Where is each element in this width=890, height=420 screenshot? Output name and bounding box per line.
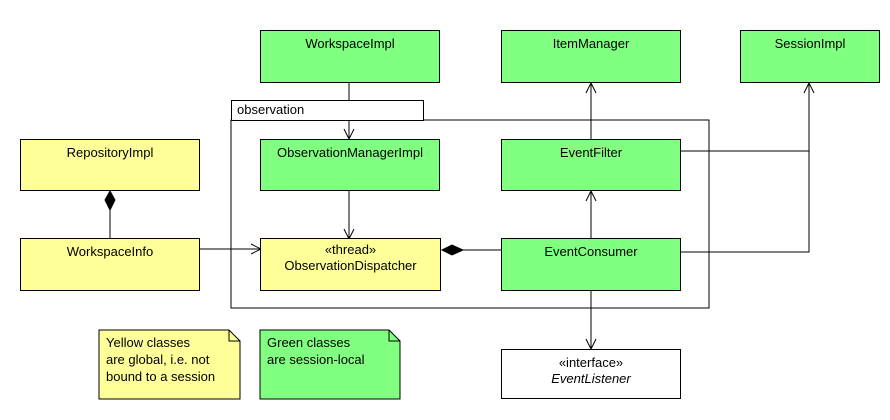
note-yellow-shape xyxy=(98,329,241,400)
class-itemmanager[interactable]: ItemManager xyxy=(501,30,681,83)
class-sessionimpl[interactable]: SessionImpl xyxy=(740,30,880,83)
note-green-line-2: are session-local xyxy=(267,352,365,367)
class-workspaceimpl[interactable]: WorkspaceImpl xyxy=(260,30,440,83)
class-observationmanagerimpl-label: ObservationManagerImpl xyxy=(277,145,423,160)
class-itemmanager-label: ItemManager xyxy=(552,36,630,51)
composition-diamond-dispatcher xyxy=(440,244,465,256)
class-repositoryimpl[interactable]: RepositoryImpl xyxy=(20,139,200,191)
class-eventfilter-label: EventFilter xyxy=(559,145,623,160)
class-eventfilter[interactable]: EventFilter xyxy=(501,139,681,191)
package-name: observation xyxy=(237,102,305,117)
arrow-eventconsumer-to-sessionimpl xyxy=(681,151,810,253)
class-eventconsumer-label: EventConsumer xyxy=(544,244,638,259)
note-green-line-1: Green classes xyxy=(267,335,351,350)
class-observationmanagerimpl[interactable]: ObservationManagerImpl xyxy=(260,139,440,191)
note-green-shape xyxy=(259,329,401,400)
note-green-fold xyxy=(388,330,400,342)
note-yellow-line-1: Yellow classes xyxy=(106,335,191,350)
class-workspaceimpl-label: WorkspaceImpl xyxy=(305,36,395,51)
note-yellow-line-3: bound to a session xyxy=(106,369,216,384)
class-workspaceinfo-label: WorkspaceInfo xyxy=(66,244,154,259)
note-yellow-line-2: are global, i.e. not xyxy=(106,352,210,367)
package-observation-tab: observation xyxy=(231,100,424,121)
class-observationdispatcher[interactable]: «thread» ObservationDispatcher xyxy=(260,238,441,291)
composition-diamond-repositoryimpl xyxy=(104,189,116,212)
class-workspaceinfo[interactable]: WorkspaceInfo xyxy=(20,238,200,291)
package-observation-body xyxy=(230,119,710,309)
note-yellow-fold xyxy=(228,330,240,342)
interface-eventlistener[interactable]: «interface» EventListener xyxy=(501,349,681,399)
class-observationdispatcher-label: ObservationDispatcher xyxy=(284,258,417,273)
class-eventconsumer[interactable]: EventConsumer xyxy=(501,238,681,291)
note-yellow-text: Yellow classes are global, i.e. not boun… xyxy=(106,334,236,385)
interface-eventlistener-label: EventListener xyxy=(551,371,631,386)
class-observationdispatcher-stereotype: «thread» xyxy=(324,242,377,257)
class-repositoryimpl-label: RepositoryImpl xyxy=(66,145,154,160)
interface-eventlistener-stereotype: «interface» xyxy=(558,355,624,370)
note-green-text: Green classes are session-local xyxy=(267,334,392,368)
class-sessionimpl-label: SessionImpl xyxy=(774,36,846,51)
arrow-eventfilter-to-sessionimpl xyxy=(681,83,809,152)
